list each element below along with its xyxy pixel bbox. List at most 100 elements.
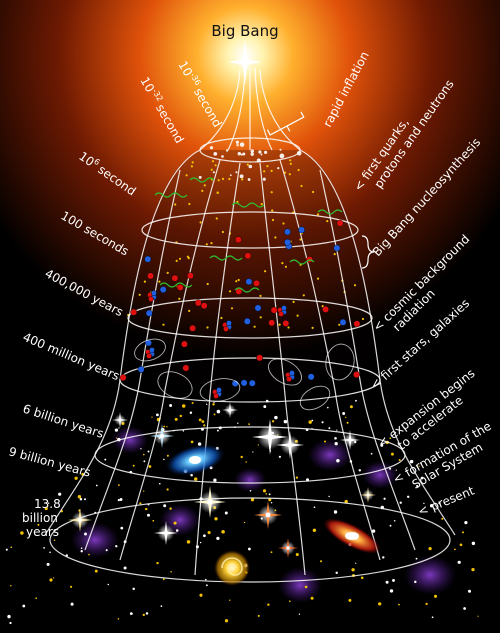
proton: [200, 302, 208, 310]
star-dot: [193, 477, 198, 481]
star-dot: [295, 552, 299, 557]
star-dot: [250, 498, 255, 502]
neutron: [339, 318, 347, 326]
star-dot: [104, 458, 107, 461]
particle-dot: [312, 190, 315, 194]
particle-dot: [235, 280, 238, 283]
page-title: Big Bang: [211, 22, 278, 40]
quark-spark: [237, 151, 242, 156]
star-dot: [139, 502, 142, 505]
star-dot: [74, 476, 78, 480]
star-dot: [278, 455, 282, 458]
star-dot: [392, 578, 395, 582]
star-dot: [348, 598, 352, 602]
star-dot: [142, 613, 145, 617]
quark-spark: [256, 158, 261, 163]
star-dot: [398, 458, 401, 462]
neutron: [284, 228, 291, 236]
star-dot: [389, 524, 392, 527]
star-dot: [268, 498, 272, 502]
star-dot: [80, 547, 83, 549]
particle-dot: [263, 170, 266, 173]
star-dot: [399, 501, 402, 504]
quark-spark: [250, 152, 254, 156]
star-dot: [166, 426, 168, 428]
neutron: [333, 244, 341, 252]
star-dot: [9, 621, 12, 625]
quark-spark: [262, 177, 266, 181]
particle-dot: [326, 220, 329, 223]
singularity-spark: [228, 40, 262, 84]
particle-dot: [221, 177, 225, 180]
particle-dot: [214, 164, 217, 167]
particle-dot: [205, 243, 208, 246]
particle-dot: [201, 189, 204, 192]
proton: [282, 319, 290, 327]
star-dot: [395, 469, 397, 471]
proton: [147, 272, 154, 280]
star-dot: [346, 421, 349, 424]
star-dot: [199, 541, 202, 544]
star-dot: [156, 561, 159, 565]
star-dot: [415, 557, 418, 560]
particle-dot: [210, 242, 213, 245]
star-dot: [143, 490, 145, 492]
star-dot: [156, 413, 159, 417]
star-dot: [270, 551, 273, 554]
star-dot: [454, 548, 456, 551]
particle-dot: [289, 162, 292, 165]
star-dot: [114, 428, 119, 432]
particle-dot: [270, 169, 273, 172]
star-dot: [265, 493, 267, 495]
star-dot: [94, 569, 98, 573]
star-dot: [203, 424, 206, 427]
particle-dot: [166, 271, 169, 274]
nucleus-particle: [216, 387, 222, 393]
atom-orbits: [134, 338, 355, 411]
bright-star: [278, 538, 298, 558]
star-dot: [214, 517, 218, 521]
star-dot: [334, 442, 338, 446]
quark-spark: [209, 146, 214, 150]
particle-dot: [288, 173, 291, 176]
quark-spark: [236, 143, 239, 147]
star-dot: [58, 492, 62, 496]
nucleus-particle: [146, 353, 152, 359]
star-dot: [371, 529, 376, 533]
star-dot: [120, 526, 124, 530]
star-dot: [204, 578, 207, 581]
particle-dot: [289, 159, 292, 162]
star-dot: [95, 484, 98, 487]
star-dot: [83, 498, 87, 501]
star-dot: [163, 458, 165, 461]
star-dot: [10, 585, 12, 587]
star-dot: [221, 530, 225, 534]
nucleus-particle: [286, 376, 292, 382]
particle-dot: [221, 230, 224, 234]
particle-dot: [353, 284, 357, 287]
star-dot: [143, 460, 146, 463]
star-dot: [342, 412, 346, 415]
neutron: [240, 379, 248, 387]
particle-dot: [162, 323, 165, 326]
particle-dot: [321, 305, 324, 308]
particle-dot: [278, 323, 281, 326]
particle-dot: [230, 307, 234, 310]
star-dot: [378, 602, 382, 606]
particle-dot: [190, 165, 193, 168]
particle-dot: [264, 270, 267, 273]
particle-dot: [216, 191, 219, 194]
proton: [270, 306, 278, 314]
particle-dot: [228, 177, 231, 181]
neutron: [298, 226, 305, 234]
nucleus-particle: [281, 305, 287, 311]
particle-dot: [217, 179, 220, 182]
star-dot: [216, 536, 220, 541]
nucleons: [119, 219, 361, 399]
star-dot: [313, 506, 316, 509]
neutron: [284, 238, 291, 246]
quark-spark: [213, 152, 218, 156]
star-dot: [182, 430, 185, 432]
star-dot: [5, 548, 8, 551]
